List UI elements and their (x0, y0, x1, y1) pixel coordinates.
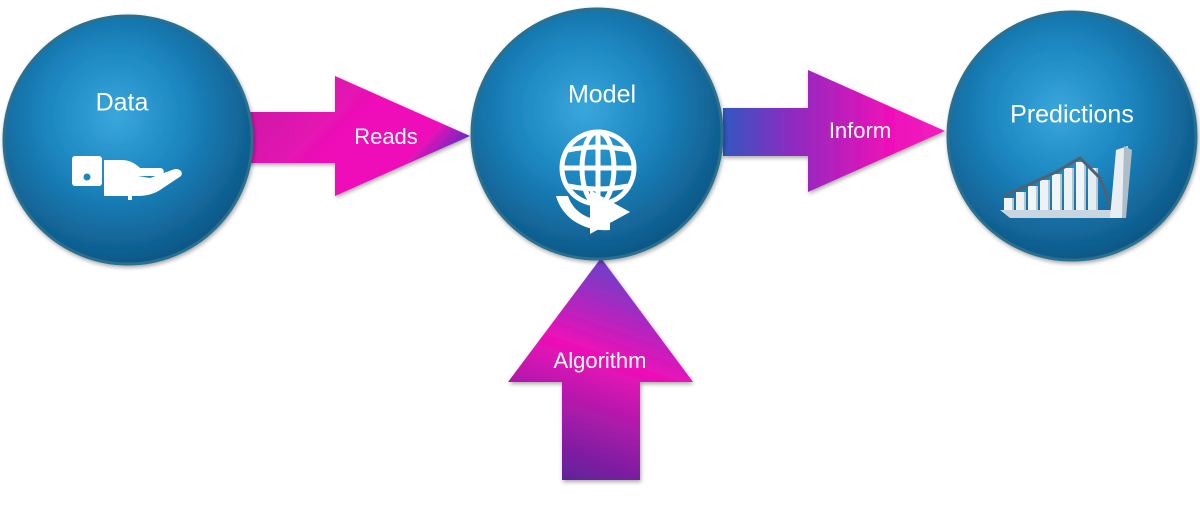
hand-giving-icon (72, 156, 182, 200)
bar-chart-trend-icon (1000, 146, 1132, 218)
data-node: Data (2, 14, 254, 266)
reads-arrow: Reads (245, 76, 470, 196)
inform-label: Inform (829, 118, 891, 143)
model-label: Model (568, 81, 636, 109)
algorithm-label: Algorithm (554, 348, 647, 373)
algorithm-arrow: Algorithm (508, 258, 693, 480)
globe-arrow-icon (556, 129, 637, 234)
predictions-node: Predictions (946, 10, 1198, 262)
model-node: Model (470, 7, 724, 261)
predictions-label: Predictions (1010, 101, 1134, 129)
data-label: Data (96, 89, 149, 117)
reads-label: Reads (354, 124, 418, 149)
inform-arrow: Inform (723, 70, 945, 192)
